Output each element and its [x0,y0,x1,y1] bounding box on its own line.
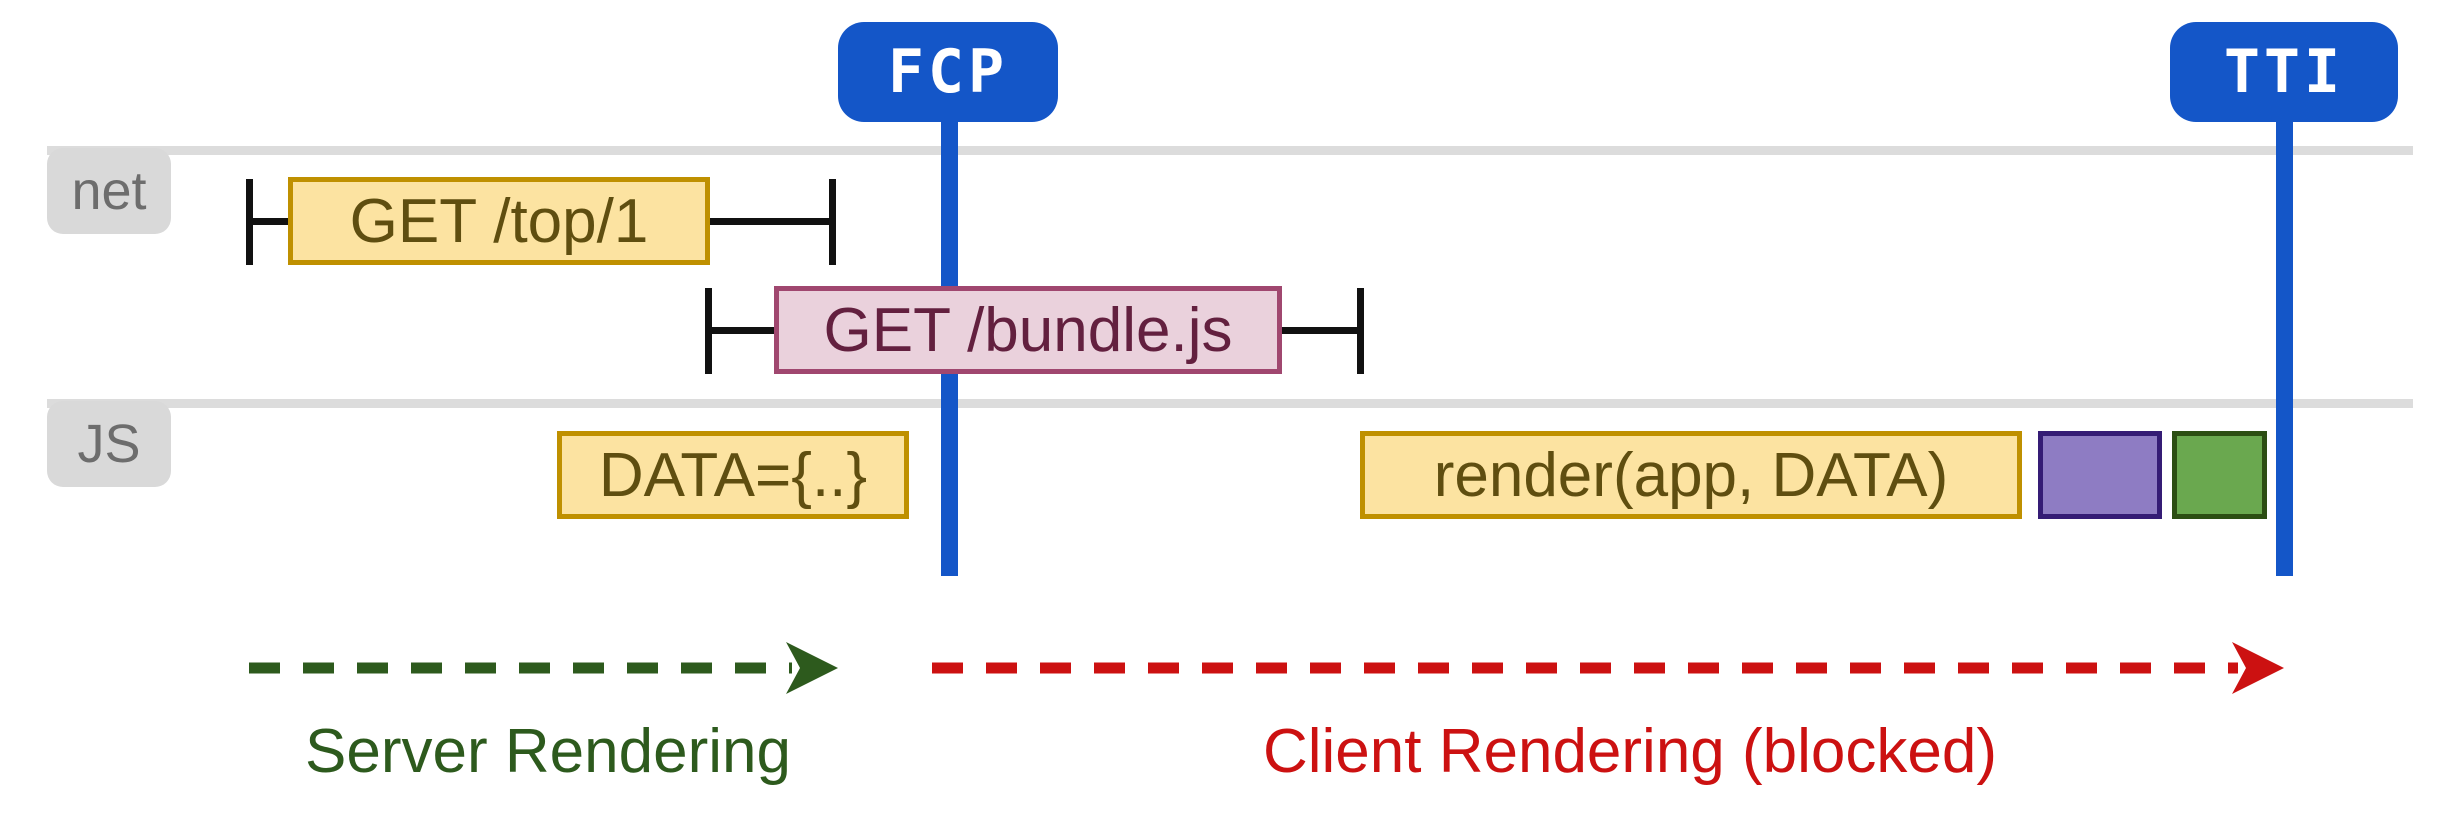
get-top-request-box: GET /top/1 [288,177,710,265]
get-bundle-request-box: GET /bundle.js [774,286,1282,374]
server-rendering-arrowhead [786,642,838,694]
client-rendering-label-text: Client Rendering (blocked) [1262,717,1998,786]
render-call-block: render(app, DATA) [1360,431,2022,519]
fcp-badge: FCP [838,22,1058,122]
net-track-label-text: net [71,161,147,221]
get-top-end-tick [829,179,836,265]
net-track-line [47,146,2413,155]
server-rendering-label-text: Server Rendering [305,717,791,786]
data-eval-label: DATA={..} [598,440,868,510]
get-bundle-end-connector [1280,327,1360,334]
js-track-label: JS [47,401,171,487]
get-bundle-request-label: GET /bundle.js [823,295,1233,365]
get-top-end-connector [708,218,832,225]
js-track-label-text: JS [77,414,141,474]
get-top-start-tick [246,179,253,265]
get-top-request-label: GET /top/1 [349,186,649,256]
tti-badge: TTI [2170,22,2398,122]
phase-arrows [249,642,2284,694]
purple-task-block [2038,431,2162,519]
green-task-block [2172,431,2267,519]
get-bundle-start-connector [709,327,777,334]
js-track-line [47,399,2413,408]
tti-marker-line [2276,90,2293,576]
get-top-start-connector [250,218,292,225]
client-rendering-arrowhead [2232,642,2284,694]
server-rendering-label: Server Rendering [198,716,898,787]
client-rendering-label: Client Rendering (blocked) [1180,716,2080,787]
fcp-badge-text: FCP [887,37,1009,107]
get-bundle-start-tick [705,288,712,374]
data-eval-block: DATA={..} [557,431,909,519]
net-track-label: net [47,148,171,234]
render-call-label: render(app, DATA) [1433,440,1949,510]
get-bundle-end-tick [1357,288,1364,374]
tti-badge-text: TTI [2223,37,2345,107]
